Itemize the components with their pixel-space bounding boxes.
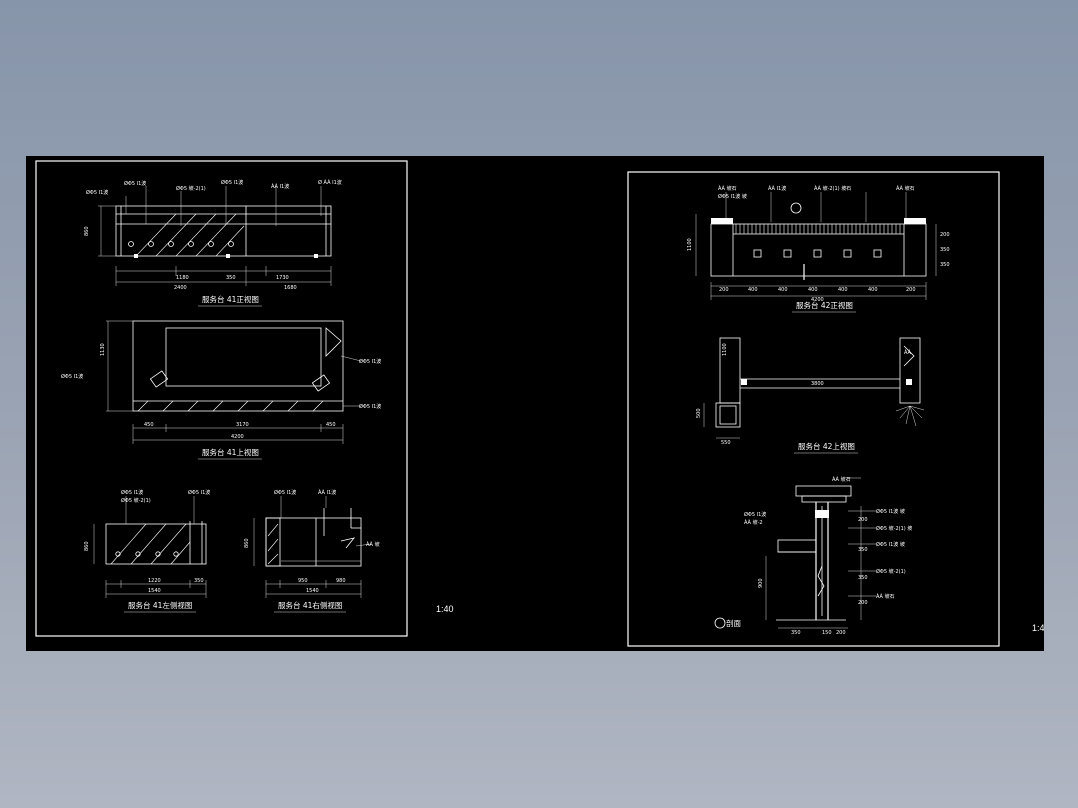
left41-dim-2: 1540: [148, 588, 161, 594]
svg-text:860: 860: [84, 226, 90, 236]
sheet-right: ÀÀ 坡石 ØΦ5 I1波 坡 ÀÀ I1波 ÀÀ 坡-2(1) 坡石 ÀÀ 坡…: [627, 171, 1044, 647]
svg-text:ØΦ5 I1波: ØΦ5 I1波: [744, 511, 766, 518]
svg-text:ØΦ5 I1波: ØΦ5 I1波: [221, 179, 243, 186]
svg-text:ØΦ5 坡-2(1): ØΦ5 坡-2(1): [876, 568, 906, 575]
top-view-41: ØΦ5 I1波 ØΦ5 I1波 ØΦ5 I1波 1130 450 3170 45…: [61, 320, 381, 460]
svg-text:400: 400: [838, 287, 848, 293]
svg-text:ØΦ5 I1波 坡: ØΦ5 I1波 坡: [876, 541, 905, 548]
front-view-42: ÀÀ 坡石 ØΦ5 I1波 坡 ÀÀ I1波 ÀÀ 坡-2(1) 坡石 ÀÀ 坡…: [687, 185, 950, 313]
svg-text:ÀÀ: ÀÀ: [904, 349, 912, 356]
svg-text:200: 200: [836, 630, 846, 636]
svg-text:200: 200: [719, 287, 729, 293]
front41-dim-3: 1730: [276, 275, 289, 281]
svg-text:ÀÀ 坡石: ÀÀ 坡石: [896, 185, 915, 192]
section-view-42-title: 剖面: [726, 618, 741, 628]
front41-dim-4: 2400: [174, 285, 187, 291]
section42-dim-h: 900: [758, 578, 764, 588]
svg-text:ÀÀ 坡石: ÀÀ 坡石: [718, 185, 737, 192]
front42-dim-total: 4200: [811, 297, 824, 303]
top41-dim-v: 1130: [100, 343, 106, 356]
right-view-41: ØΦ5 I1波 ÀÀ I1波 ÀÀ 坡 860 950 980 1540 服务台…: [244, 489, 380, 613]
top-view-42: 1100 ÀÀ 3800 500 550 服务台 42上视图: [696, 337, 925, 454]
front-view-41-title: 服务台 41正视图: [202, 294, 259, 304]
svg-text:860: 860: [244, 538, 250, 548]
svg-text:200: 200: [940, 232, 950, 238]
svg-text:ÀÀ 坡-2: ÀÀ 坡-2: [744, 519, 763, 526]
sheet-left-border: [35, 160, 408, 637]
right41-dim-3: 1540: [306, 588, 319, 594]
svg-text:ÀÀ 坡石: ÀÀ 坡石: [832, 476, 851, 483]
left-view-41-title: 服务台 41左侧视图: [128, 600, 192, 610]
front41-dim-5: 1680: [284, 285, 297, 291]
svg-text:350: 350: [940, 262, 950, 268]
svg-text:ØΦ5 I1波: ØΦ5 I1波: [359, 358, 381, 365]
right-view-41-title: 服务台 41右侧视图: [278, 600, 342, 610]
top42-dim-2: 500: [696, 408, 702, 418]
cad-drawing: ØΦ5 I1波 ØΦ5 I1波 ØΦ5 坡-2(1) ØΦ5 I1波 ÀÀ I1…: [35, 160, 1044, 647]
svg-text:1100: 1100: [687, 238, 693, 251]
top-view-41-title: 服务台 41上视图: [202, 447, 259, 457]
svg-text:400: 400: [808, 287, 818, 293]
svg-text:ØΦ5 I1波: ØΦ5 I1波: [188, 489, 210, 496]
svg-text:ØΦ5 坡-2(1) 坡: ØΦ5 坡-2(1) 坡: [876, 525, 912, 532]
svg-text:350: 350: [940, 247, 950, 253]
top-view-42-title: 服务台 42上视图: [798, 441, 855, 451]
svg-text:ØΦ5 I1波 坡: ØΦ5 I1波 坡: [876, 508, 905, 515]
front41-dim-2: 350: [226, 275, 236, 281]
right41-dim-2: 980: [336, 578, 346, 584]
top42-dim-1: 3800: [811, 381, 824, 387]
svg-text:ØΦ5 I1波: ØΦ5 I1波: [359, 403, 381, 410]
svg-text:ØΦ5 I1波: ØΦ5 I1波: [121, 489, 143, 496]
svg-text:200: 200: [906, 287, 916, 293]
cad-viewport[interactable]: ØΦ5 I1波 ØΦ5 I1波 ØΦ5 坡-2(1) ØΦ5 I1波 ÀÀ I1…: [26, 156, 1044, 651]
svg-text:ÀÀ I1波: ÀÀ I1波: [271, 183, 289, 190]
svg-text:ÀÀ I1波: ÀÀ I1波: [768, 185, 786, 192]
svg-text:400: 400: [748, 287, 758, 293]
svg-text:ÀÀ 坡-2(1) 坡石: ÀÀ 坡-2(1) 坡石: [814, 185, 851, 192]
section-view-42: ÀÀ 坡石 ØΦ5 I1波 坡 ØΦ5 坡-2(1) 坡 ØΦ5 I1波 坡 Ø…: [714, 476, 912, 636]
svg-text:150: 150: [822, 630, 832, 636]
svg-text:Ø ÀÀ I1波: Ø ÀÀ I1波: [318, 179, 342, 186]
svg-text:350: 350: [858, 575, 868, 581]
svg-text:200: 200: [858, 517, 868, 523]
svg-text:400: 400: [778, 287, 788, 293]
section42-dim-1: 350: [791, 630, 801, 636]
sheet-right-scale: 1:40: [1032, 623, 1044, 633]
svg-text:ØΦ5 I1波: ØΦ5 I1波: [86, 189, 108, 196]
svg-text:ØΦ5 I1波: ØΦ5 I1波: [274, 489, 296, 496]
front41-dim-1: 1180: [176, 275, 189, 281]
sheet-left: ØΦ5 I1波 ØΦ5 I1波 ØΦ5 坡-2(1) ØΦ5 I1波 ÀÀ I1…: [35, 160, 454, 637]
svg-text:ÀÀ 坡石: ÀÀ 坡石: [876, 593, 895, 600]
left41-dim-1: 1220: [148, 578, 161, 584]
svg-text:1100: 1100: [722, 343, 728, 356]
svg-text:ØΦ5 I1波: ØΦ5 I1波: [61, 373, 83, 380]
svg-text:ØΦ5 坡-2(1): ØΦ5 坡-2(1): [121, 497, 151, 504]
right41-dim-1: 950: [298, 578, 308, 584]
sheet-right-border: [627, 171, 1000, 647]
svg-text:ØΦ5 坡-2(1): ØΦ5 坡-2(1): [176, 185, 206, 192]
left-view-41: ØΦ5 I1波 ØΦ5 坡-2(1) ØΦ5 I1波 860 1220 1540…: [84, 489, 210, 613]
sheet-left-scale: 1:40: [436, 604, 454, 614]
top42-dim-3: 550: [721, 440, 731, 446]
front-view-42-title: 服务台 42正视图: [796, 300, 853, 310]
svg-text:400: 400: [868, 287, 878, 293]
svg-text:ØΦ5 I1波: ØΦ5 I1波: [124, 180, 146, 187]
top41-dim-4: 4200: [231, 434, 244, 440]
svg-text:860: 860: [84, 541, 90, 551]
left41-dim-3: 350: [194, 578, 204, 584]
svg-text:350: 350: [858, 547, 868, 553]
top41-dim-2: 3170: [236, 422, 249, 428]
svg-text:ÀÀ I1波: ÀÀ I1波: [318, 489, 336, 496]
front-view-41: ØΦ5 I1波 ØΦ5 I1波 ØΦ5 坡-2(1) ØΦ5 I1波 ÀÀ I1…: [84, 179, 342, 307]
svg-text:200: 200: [858, 600, 868, 606]
svg-text:ÀÀ 坡: ÀÀ 坡: [366, 541, 380, 548]
top41-dim-3: 450: [326, 422, 336, 428]
top41-dim-1: 450: [144, 422, 154, 428]
svg-text:ØΦ5 I1波 坡: ØΦ5 I1波 坡: [718, 193, 747, 200]
